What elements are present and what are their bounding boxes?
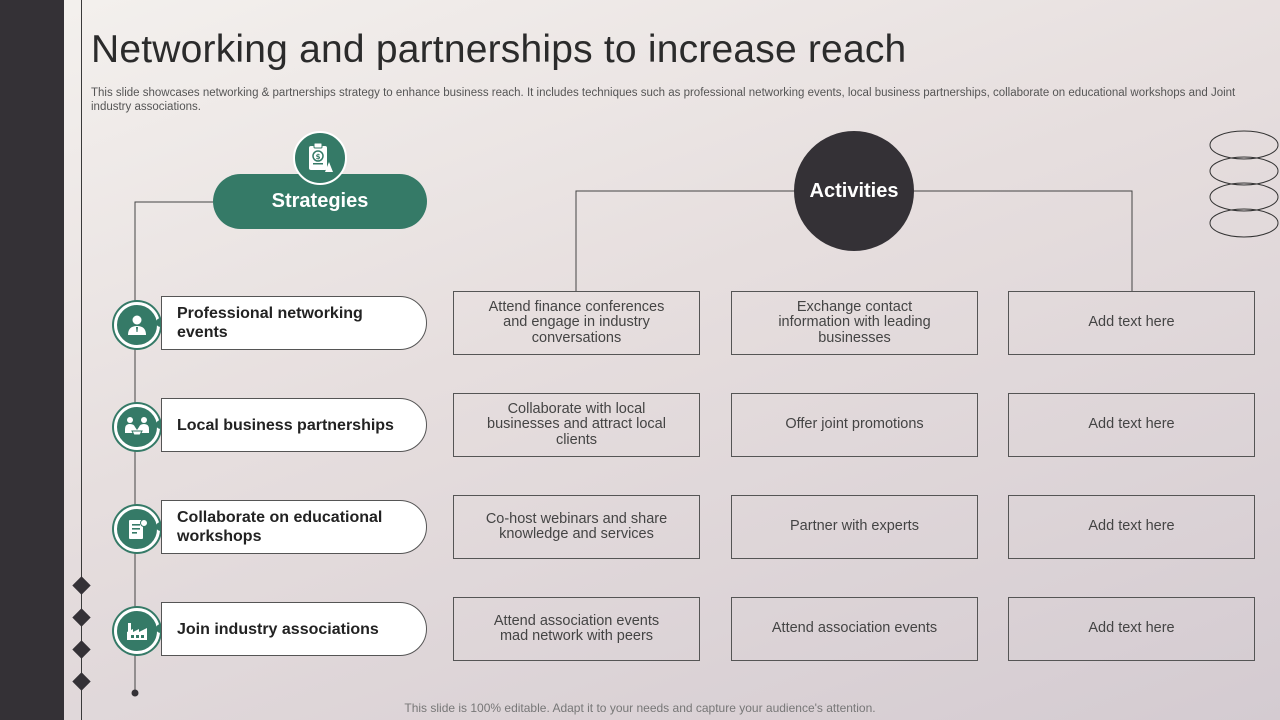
activity-box: Attend association events mad network wi…	[453, 597, 700, 661]
strategy-local-partnerships: Local business partnerships	[161, 398, 427, 452]
activity-box: Offer joint promotions	[731, 393, 978, 457]
activities-heading: Activities	[794, 131, 914, 251]
strategy-educational-workshops: Collaborate on educational workshops	[161, 500, 427, 554]
activity-box: Partner with experts	[731, 495, 978, 559]
activity-box: Add text here	[1008, 495, 1255, 559]
strategy-professional-networking: Professional networking events	[161, 296, 427, 350]
businessman-icon	[114, 302, 160, 348]
footer-note: This slide is 100% editable. Adapt it to…	[0, 701, 1280, 715]
activity-box: Add text here	[1008, 393, 1255, 457]
activity-box: Add text here	[1008, 291, 1255, 355]
strategy-industry-associations: Join industry associations	[161, 602, 427, 656]
activity-box: Collaborate with local businesses and at…	[453, 393, 700, 457]
svg-text:$: $	[316, 153, 321, 161]
handshake-icon	[114, 404, 160, 450]
activity-box: Attend association events	[731, 597, 978, 661]
clipboard-dollar-icon: $	[293, 131, 347, 185]
activity-box: Attend finance conferences and engage in…	[453, 291, 700, 355]
activity-box: Co-host webinars and share knowledge and…	[453, 495, 700, 559]
factory-icon	[114, 608, 160, 654]
activity-box: Exchange contact information with leadin…	[731, 291, 978, 355]
workshop-icon	[114, 506, 160, 552]
activity-box: Add text here	[1008, 597, 1255, 661]
